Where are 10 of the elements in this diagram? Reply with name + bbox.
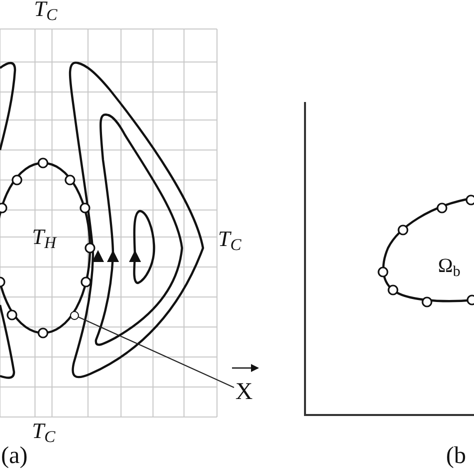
temperature-label: T$_{C}$ xyxy=(218,228,242,250)
panel-label: (b xyxy=(446,444,466,468)
boundary-point xyxy=(70,310,78,320)
axis-label: X xyxy=(234,379,254,405)
panel-label: (a) xyxy=(1,444,28,468)
leader-line xyxy=(78,316,234,388)
temperature-label: T$_{C}$ xyxy=(32,420,56,442)
region-label: Ω$_{b}$ xyxy=(438,256,460,276)
temperature-label: T$_{C}$ xyxy=(34,0,58,20)
temperature-label: T$_{H}$ xyxy=(32,226,56,248)
